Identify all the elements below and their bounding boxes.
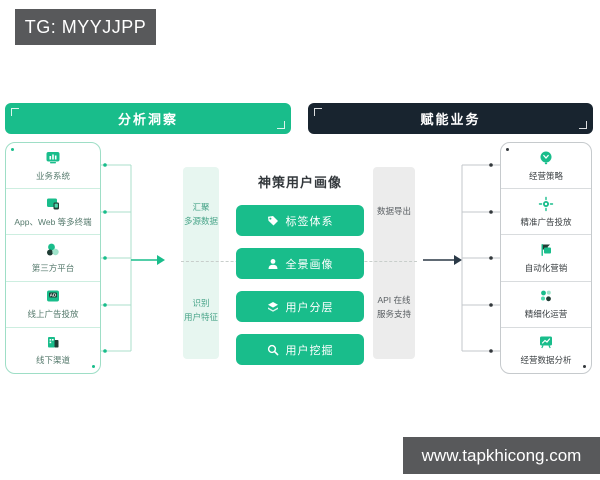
monitor-chart-icon — [46, 151, 60, 163]
outcome-item-label: 精准广告投放 — [520, 216, 572, 227]
panorama-profile-button[interactable]: 全景画像 — [236, 248, 364, 279]
target-icon — [538, 196, 554, 211]
aggregate-label: 汇聚 多源数据 — [183, 202, 218, 226]
source-item-label: 第三方平台 — [31, 263, 75, 273]
user-mining-button[interactable]: 用户挖掘 — [236, 334, 364, 365]
circles-platform-icon — [47, 243, 59, 256]
bulb-icon — [540, 151, 552, 164]
outcome-item-label: 自动化营销 — [524, 263, 568, 273]
banner-empower-label: 赋能业务 — [420, 112, 481, 127]
export-api-bar: 数据导出 API 在线 服务支持 — [373, 167, 415, 359]
chart-board-icon — [540, 336, 552, 349]
layers-icon — [267, 301, 278, 312]
corner-bracket-icon — [314, 108, 322, 116]
corner-dot-icon — [506, 148, 509, 151]
source-item-business-system: 业务系统 — [6, 143, 100, 188]
top-watermark-text: TG: MYYJJPP — [24, 16, 147, 37]
source-item-third-party: 第三方平台 — [6, 234, 100, 280]
data-export-label: 数据导出 — [376, 205, 411, 216]
corner-dot-icon — [583, 365, 586, 368]
outcome-item-label: 经营策略 — [528, 170, 563, 181]
outcome-item-precise-ads: 精准广告投放 — [501, 188, 591, 234]
business-outcomes-box: 经营策略 精准广告投放 自动化营销 — [500, 142, 592, 374]
user-segmentation-button[interactable]: 用户分层 — [236, 291, 364, 322]
data-sources-box: 业务系统 App、Web 等多终端 第三方平台 AD 线上广 — [5, 142, 101, 374]
svg-text:AD: AD — [50, 293, 57, 298]
source-item-label: 线下渠道 — [35, 355, 70, 366]
product-title: 神策用户画像 — [257, 175, 342, 190]
banner-analysis-label: 分析洞察 — [117, 112, 178, 127]
tag-system-button[interactable]: 标签体系 — [236, 205, 364, 236]
search-icon — [267, 344, 278, 355]
flag-icon — [541, 244, 551, 256]
identify-label: 识别 用户特征 — [183, 298, 218, 322]
aggregate-identify-bar: 汇聚 多源数据 识别 用户特征 — [183, 167, 219, 359]
bottom-watermark-text: www.tapkhicong.com — [421, 445, 582, 465]
left-connector-lines — [101, 163, 165, 353]
dots-cluster-icon — [541, 290, 551, 302]
banner-analysis-insight: 分析洞察 — [5, 103, 291, 134]
source-item-label: App、Web 等多终端 — [14, 216, 92, 227]
outcome-item-data-analysis: 经营数据分析 — [501, 326, 591, 373]
outcome-item-label: 经营数据分析 — [520, 355, 572, 366]
outcome-item-strategy: 经营策略 — [501, 143, 591, 188]
outcome-item-label: 精细化运营 — [524, 309, 568, 320]
right-connector-lines — [423, 163, 500, 353]
corner-bracket-icon — [277, 121, 285, 129]
bottom-watermark: www.tapkhicong.com — [403, 437, 600, 474]
source-item-label: 线上广告投放 — [27, 309, 79, 320]
button-label: 全景画像 — [285, 258, 334, 271]
source-item-offline-channel: 线下渠道 — [6, 326, 100, 373]
corner-dot-icon — [92, 365, 95, 368]
top-watermark: TG: MYYJJPP — [15, 9, 156, 45]
source-item-online-ads: AD 线上广告投放 — [6, 280, 100, 327]
source-item-app-web: App、Web 等多终端 — [6, 188, 100, 234]
corner-dot-icon — [11, 148, 14, 151]
tag-icon — [267, 215, 278, 225]
outcome-item-refined-ops: 精细化运营 — [501, 280, 591, 327]
button-label: 用户挖掘 — [285, 344, 334, 357]
multi-device-icon — [47, 198, 59, 210]
user-icon — [268, 258, 277, 269]
api-support-label: API 在线 服务支持 — [376, 295, 411, 319]
corner-bracket-icon — [11, 108, 19, 116]
source-item-label: 业务系统 — [35, 170, 70, 181]
ad-badge-icon: AD — [47, 290, 59, 302]
button-label: 用户分层 — [285, 301, 334, 314]
outcome-item-automation: 自动化营销 — [501, 234, 591, 280]
banner-empower-business: 赋能业务 — [308, 103, 593, 134]
button-label: 标签体系 — [285, 215, 334, 228]
storefront-icon — [48, 337, 59, 348]
corner-bracket-icon — [579, 121, 587, 129]
